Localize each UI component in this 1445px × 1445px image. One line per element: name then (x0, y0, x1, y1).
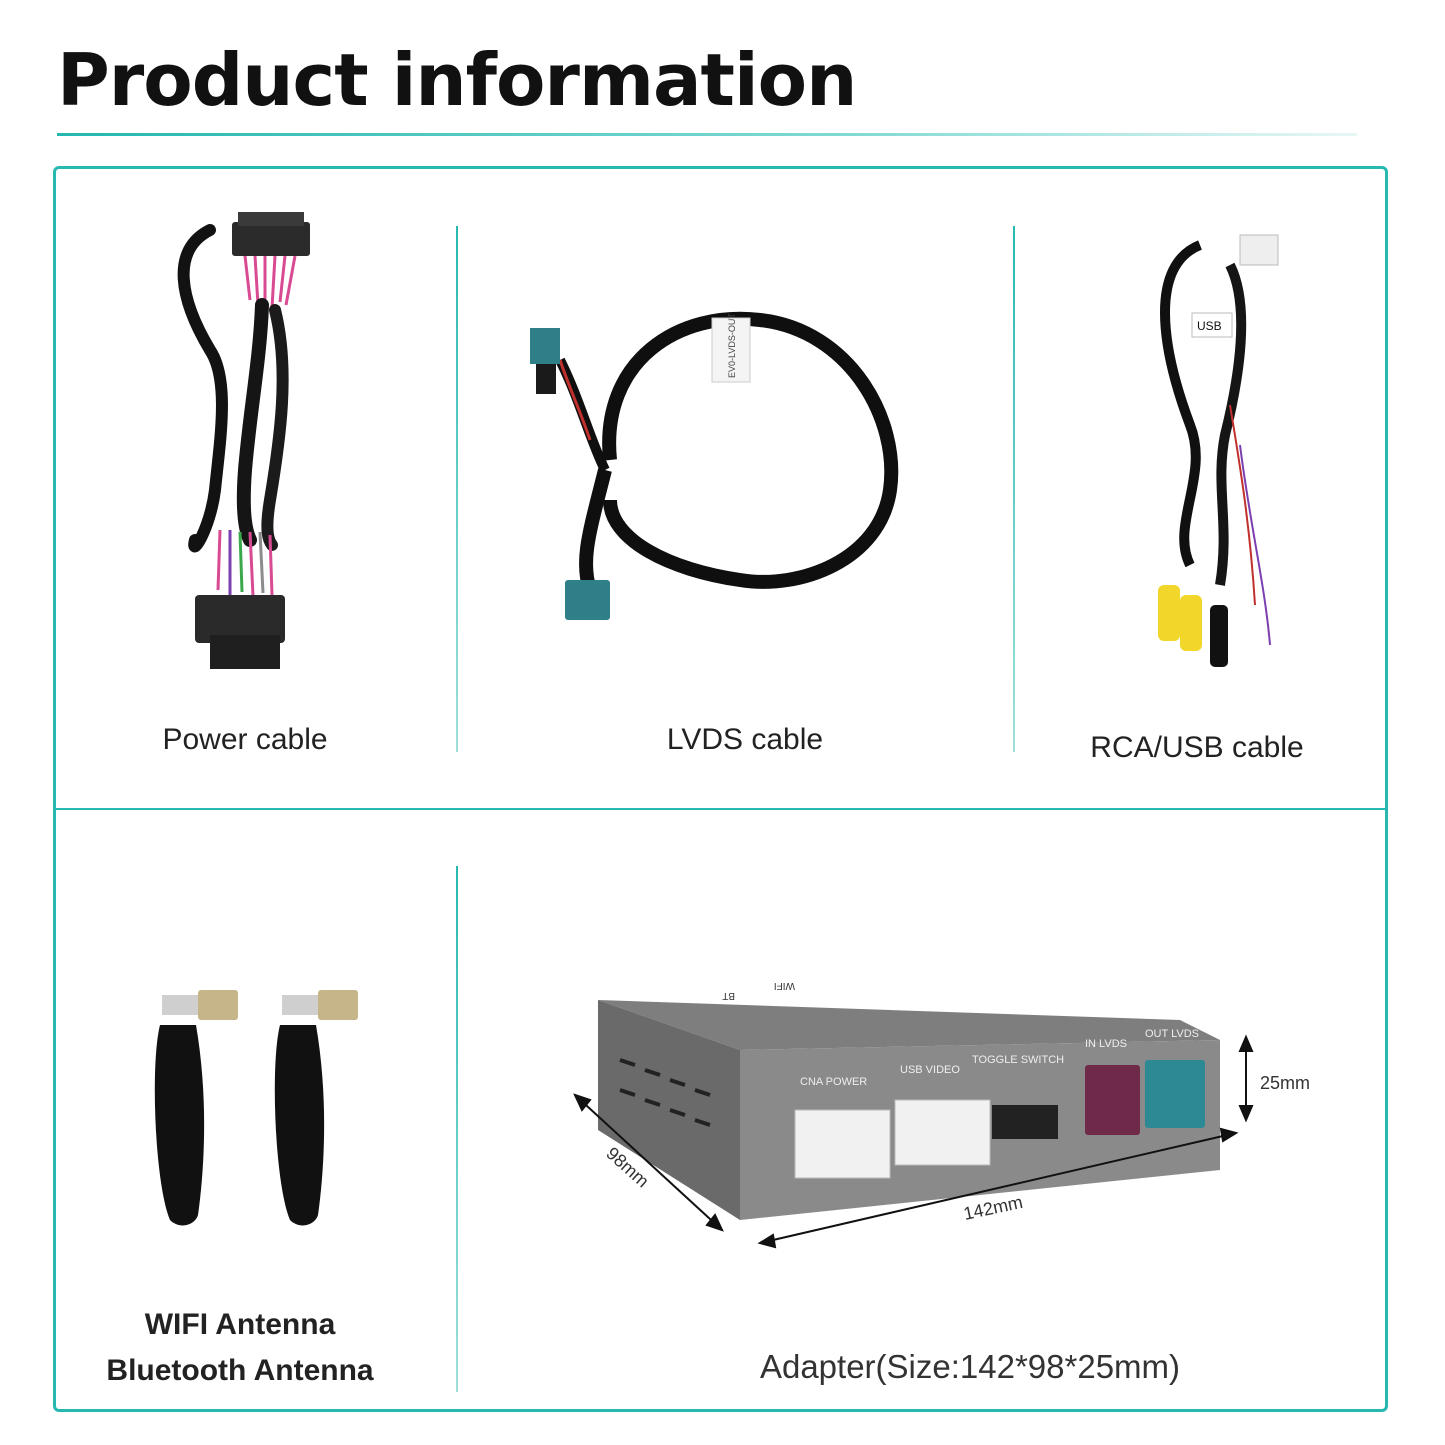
wifi-antenna-icon (154, 990, 238, 1226)
rca-usb-cable-caption: RCA/USB cable (1090, 731, 1304, 764)
port-cna-power-label: CNA POWER (800, 1076, 867, 1088)
usb-tag-label: USB (1197, 319, 1222, 333)
adapter-wifi-label: WIFI (774, 980, 795, 991)
antenna-caption: WIFI Antenna Bluetooth Antenna (90, 1302, 390, 1394)
title-underline (57, 133, 1357, 136)
adapter-height-label: 25mm (1260, 1073, 1310, 1093)
adapter-length-label: 142mm (962, 1192, 1025, 1224)
column-divider-1 (456, 226, 458, 752)
row-divider (56, 808, 1386, 810)
wifi-antenna-label: WIFI Antenna (144, 1308, 336, 1341)
adapter-bt-label: BT (722, 990, 735, 1001)
power-cable-image (177, 212, 310, 669)
power-cable-caption: Power cable (162, 723, 328, 756)
bluetooth-antenna-icon (274, 990, 358, 1226)
port-toggle-switch-label: TOGGLE SWITCH (972, 1054, 1064, 1066)
product-grid-frame (53, 166, 1388, 1412)
port-in-lvds-label: IN LVDS (1085, 1038, 1127, 1050)
lvds-tag-label: EV0-LVDS-OUT (727, 313, 737, 378)
port-out-lvds-label: OUT LVDS (1145, 1028, 1199, 1040)
page-title: Product information (57, 38, 857, 122)
column-divider-3 (456, 866, 458, 1392)
rca-usb-cable-image: USB (1158, 234, 1279, 667)
column-divider-2 (1013, 226, 1015, 752)
adapter-image: WIFI BT CNA POWER USB VIDEO TOGGLE SWITC… (573, 980, 1310, 1249)
lvds-cable-image: EV0-LVDS-OUT (530, 311, 899, 620)
port-usb-video-label: USB VIDEO (900, 1064, 960, 1076)
antennas-image (154, 990, 358, 1226)
bluetooth-antenna-label: Bluetooth Antenna (106, 1354, 374, 1387)
lvds-cable-caption: LVDS cable (666, 723, 824, 756)
adapter-caption: Adapter(Size:142*98*25mm) (759, 1348, 1181, 1385)
